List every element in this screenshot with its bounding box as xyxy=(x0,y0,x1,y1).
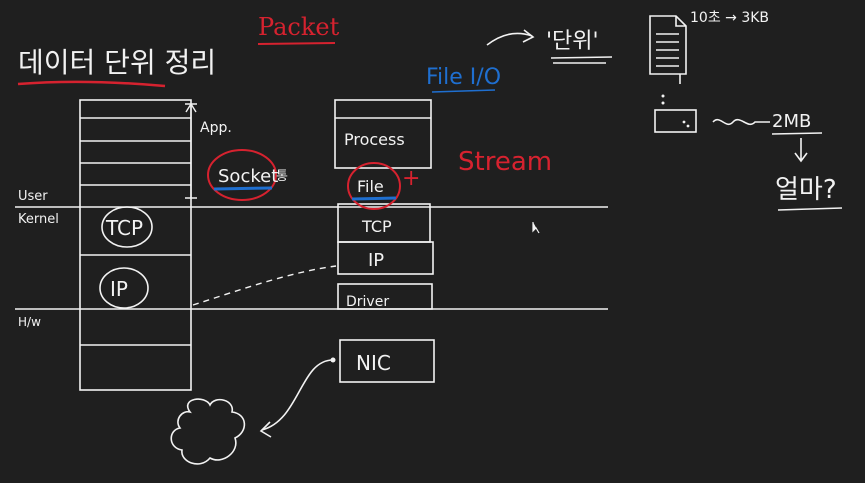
app-label: App. xyxy=(200,120,232,136)
layer-label-kernel: Kernel xyxy=(18,212,59,227)
cloud-icon xyxy=(170,398,246,465)
packet-underline xyxy=(257,42,336,45)
right-ip-label: IP xyxy=(368,250,384,271)
doc-size-label: 10초 → 3KB xyxy=(690,10,769,26)
driver-label: Driver xyxy=(346,294,389,310)
file-io-label: File I/O xyxy=(426,65,501,90)
squiggle-connector xyxy=(712,118,770,126)
size-2mb-underline xyxy=(771,132,823,135)
cursor-icon xyxy=(532,222,540,234)
nic-connector-dot xyxy=(330,357,336,363)
storage-box-icon xyxy=(654,109,697,133)
app-arrow-head-top xyxy=(185,102,197,113)
ip-circle xyxy=(99,267,149,309)
left-ip-label: IP xyxy=(110,277,128,301)
unit-arrow xyxy=(486,32,533,46)
box-dot xyxy=(686,124,690,128)
dot-mark xyxy=(661,101,665,105)
box-dot xyxy=(682,120,686,124)
file-label: File xyxy=(357,177,384,196)
question-underline xyxy=(777,207,843,211)
unit-underline-1 xyxy=(550,56,613,59)
layer-label-user: User xyxy=(18,189,48,204)
tcp-circle xyxy=(101,206,153,248)
question-label: 얼마? xyxy=(775,175,837,205)
file-plus: + xyxy=(402,166,420,191)
process-label: Process xyxy=(344,130,405,149)
stream-label: Stream xyxy=(458,147,552,177)
size-2mb-label: 2MB xyxy=(772,111,811,132)
file-underline xyxy=(351,196,397,201)
down-arrow xyxy=(794,138,808,163)
left-tcp-label: TCP xyxy=(105,216,143,240)
nic-cloud-arrowhead xyxy=(259,421,272,438)
right-stack xyxy=(334,99,435,383)
page-title: 데이터 단위 정리 xyxy=(18,46,216,79)
file-io-underline xyxy=(431,89,496,93)
left-stack xyxy=(79,99,192,391)
unit-arrowhead xyxy=(522,29,535,43)
nic-cloud-arrow xyxy=(261,359,334,431)
unit-word: '단위' xyxy=(546,29,599,54)
document-icon xyxy=(649,15,687,84)
socket-label: Socket xyxy=(218,166,278,187)
socket-underline xyxy=(213,186,273,191)
socket-suffix: 통 xyxy=(276,169,288,184)
right-tcp-label: TCP xyxy=(361,217,392,236)
dot-mark xyxy=(661,94,665,98)
layer-label-hw: H/w xyxy=(18,315,41,329)
title-underline xyxy=(17,80,166,88)
socket-circle xyxy=(207,149,277,201)
nic-label: NIC xyxy=(356,351,391,375)
dashed-connector xyxy=(192,265,337,306)
packet-label: Packet xyxy=(258,13,340,41)
file-circle xyxy=(347,162,401,210)
